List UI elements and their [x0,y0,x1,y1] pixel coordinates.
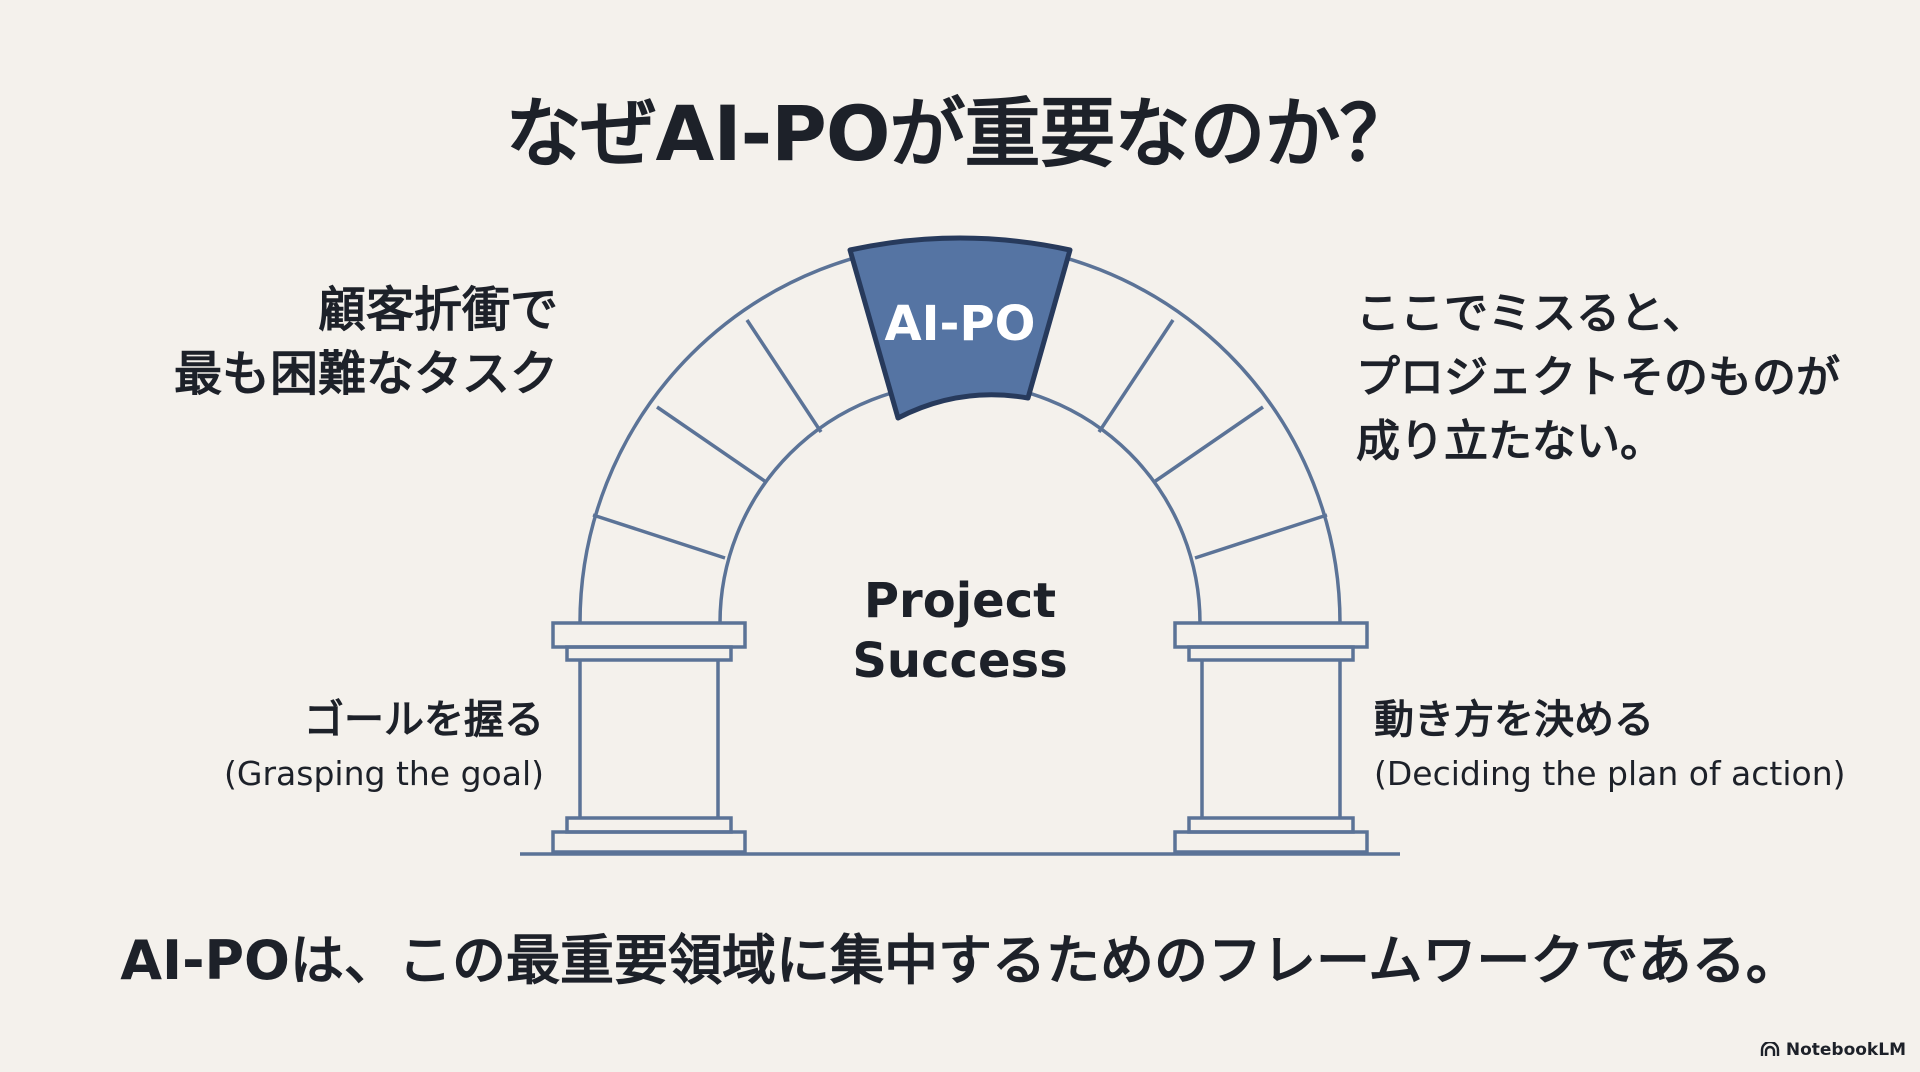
left-pillar-capital [551,621,747,649]
bottom-statement: AI-POは、この最重要領域に集中するためのフレームワークである。 [120,929,1800,992]
keystone-label: AI-PO [885,296,1036,352]
right-top-line-2: プロジェクトそのものが [1356,352,1840,403]
keystone-block [847,235,1073,421]
right-pillar-sub: (Deciding the plan of action) [1374,754,1846,793]
left-top-line-2: 最も困難なタスク [173,346,558,402]
notebooklm-logo-icon [1760,1042,1780,1056]
arch-joint [1153,405,1264,484]
right-pillar-capital-base [1187,645,1355,662]
arch-joint [1194,513,1328,560]
left-top-text: 顧客折衝で 最も困難なタスク [174,278,558,406]
arch-joint [745,319,823,433]
right-pillar-label: 動き方を決める [1374,697,1654,743]
left-top-line-1: 顧客折衝で [317,282,558,338]
arch-joint [592,513,726,560]
arch-joint [1097,319,1175,433]
right-top-text: ここでミスると、 プロジェクトそのものが 成り立たない。 [1356,282,1840,474]
left-pillar-label: ゴールを握る [304,697,544,743]
left-pillar-capital-base [565,645,733,662]
right-top-line-1: ここでミスると、 [1356,288,1707,339]
right-top-line-3: 成り立たない。 [1356,416,1664,467]
brand-name: NotebookLM [1785,1040,1906,1060]
arch-joint [656,405,767,484]
left-pillar-base [551,830,747,854]
center-label-line-2: Success [852,633,1067,689]
right-pillar-base [1173,830,1369,854]
left-pillar-sub: (Grasping the goal) [224,754,544,793]
left-pillar-base-top [565,816,733,834]
page-title: なぜAI-POが重要なのか？ [505,89,1416,178]
brand-watermark: NotebookLM [1760,1040,1906,1060]
right-pillar-capital [1173,621,1369,649]
right-pillar-base-top [1187,816,1355,834]
center-label-line-1: Project [864,573,1056,629]
